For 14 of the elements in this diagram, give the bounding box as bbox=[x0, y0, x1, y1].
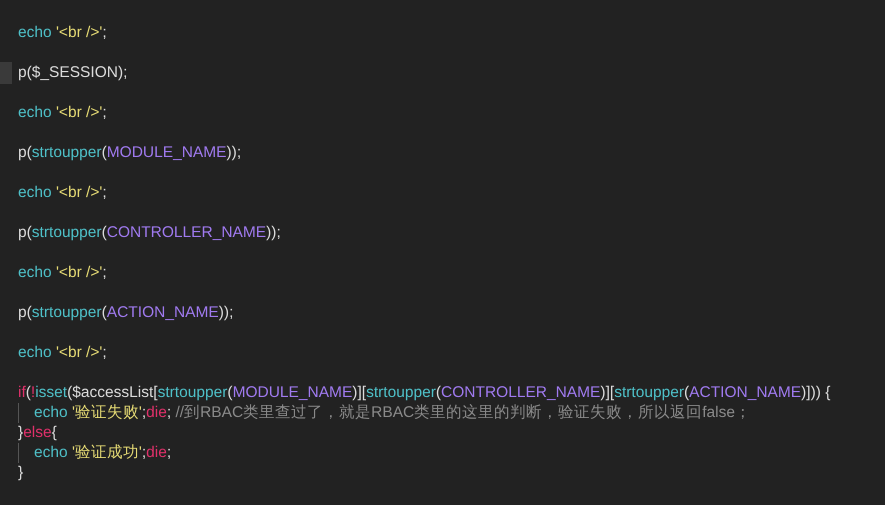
code-line: }else{ bbox=[18, 423, 57, 443]
code-line: p($_SESSION); bbox=[18, 63, 128, 83]
code-line: echo '验证成功';die; bbox=[34, 443, 172, 463]
code-line: echo '<br />'; bbox=[18, 103, 107, 123]
code-line: p(strtoupper(CONTROLLER_NAME)); bbox=[18, 223, 281, 243]
code-line: echo '<br />'; bbox=[18, 183, 107, 203]
code-line: p(strtoupper(ACTION_NAME)); bbox=[18, 303, 234, 323]
code-line: echo '<br />'; bbox=[18, 23, 107, 43]
code-line: echo '<br />'; bbox=[18, 343, 107, 363]
code-line: echo '验证失败';die; //到RBAC类里查过了，就是RBAC类里的这里的判断，验证失败，所以返回false； bbox=[34, 403, 751, 423]
code-line: p(strtoupper(MODULE_NAME)); bbox=[18, 143, 242, 163]
code-line: if(!isset($accessList[strtoupper(MODULE_NAME)][strtoupper(CONTROLLER_NAME)][strtoupper(ACTION_NAME)])) { bbox=[18, 383, 830, 403]
code-line: } bbox=[18, 463, 24, 483]
code-line: echo '<br />'; bbox=[18, 263, 107, 283]
